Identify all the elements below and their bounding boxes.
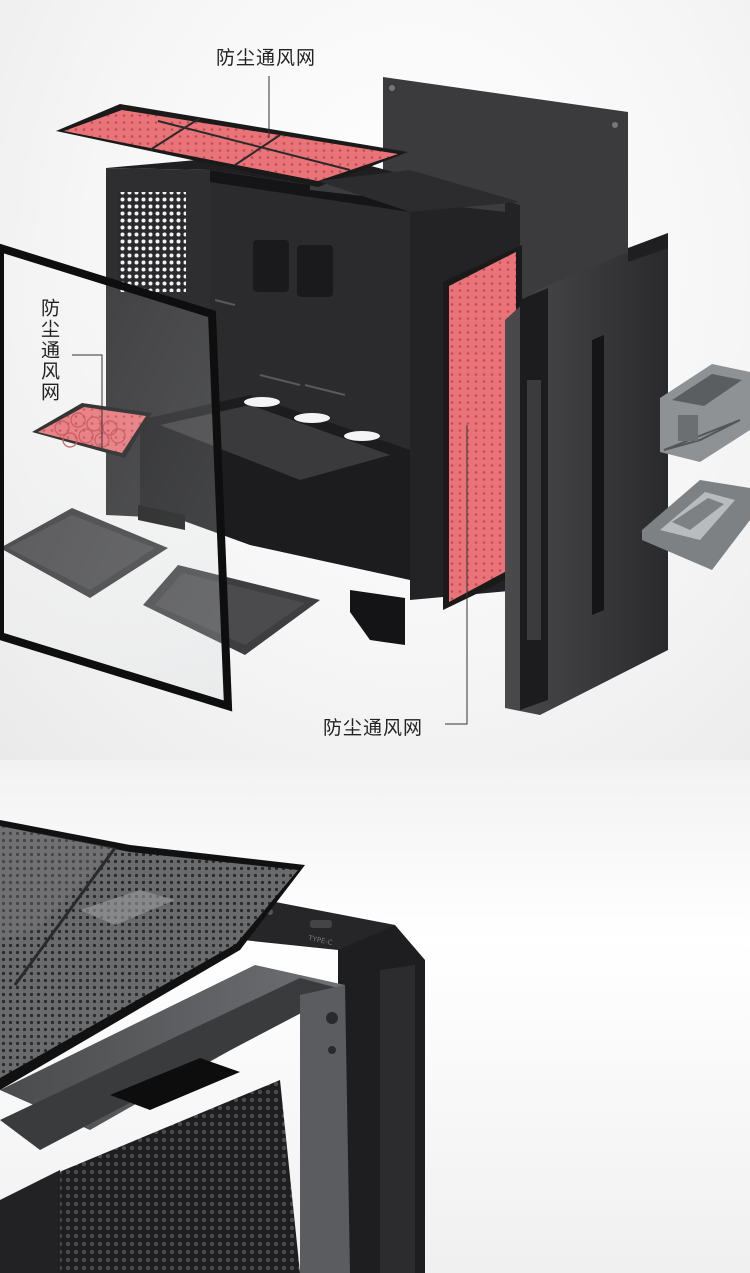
hdd-cage — [660, 364, 750, 462]
drive-bracket-2 — [297, 245, 333, 297]
front-panel — [505, 233, 668, 715]
ssd-tray — [642, 480, 750, 570]
closeup-illustration: TYPE-C — [0, 820, 425, 1273]
callout-side-filter: 防尘通风网 — [323, 717, 424, 739]
chassis-rear-hex-vent — [118, 192, 186, 292]
top-dust-filter-raised — [0, 820, 305, 1090]
callout-leaders — [72, 76, 468, 725]
chassis-vertical-rail — [300, 985, 350, 1273]
rear-mesh-panel — [40, 1080, 300, 1273]
exploded-view-section: 防尘通风网 防尘通风网 防尘通风网 — [0, 0, 750, 760]
top-dust-filter — [56, 104, 408, 187]
drive-bracket-1 — [253, 240, 289, 292]
exploded-case-illustration — [0, 76, 750, 725]
callout-bottom-filter: 防尘通风网 — [38, 298, 60, 403]
top-io-panel — [318, 170, 520, 212]
shroud-cable-cutouts — [244, 397, 380, 441]
callout-top-filter: 防尘通风网 — [216, 47, 317, 69]
case-foot-right — [350, 590, 405, 645]
top-filter-closeup-section: TYPE-C — [0, 760, 750, 1273]
side-dust-filter — [443, 245, 522, 610]
frame-cutout — [110, 1058, 240, 1110]
glass-side-panel — [0, 243, 233, 712]
